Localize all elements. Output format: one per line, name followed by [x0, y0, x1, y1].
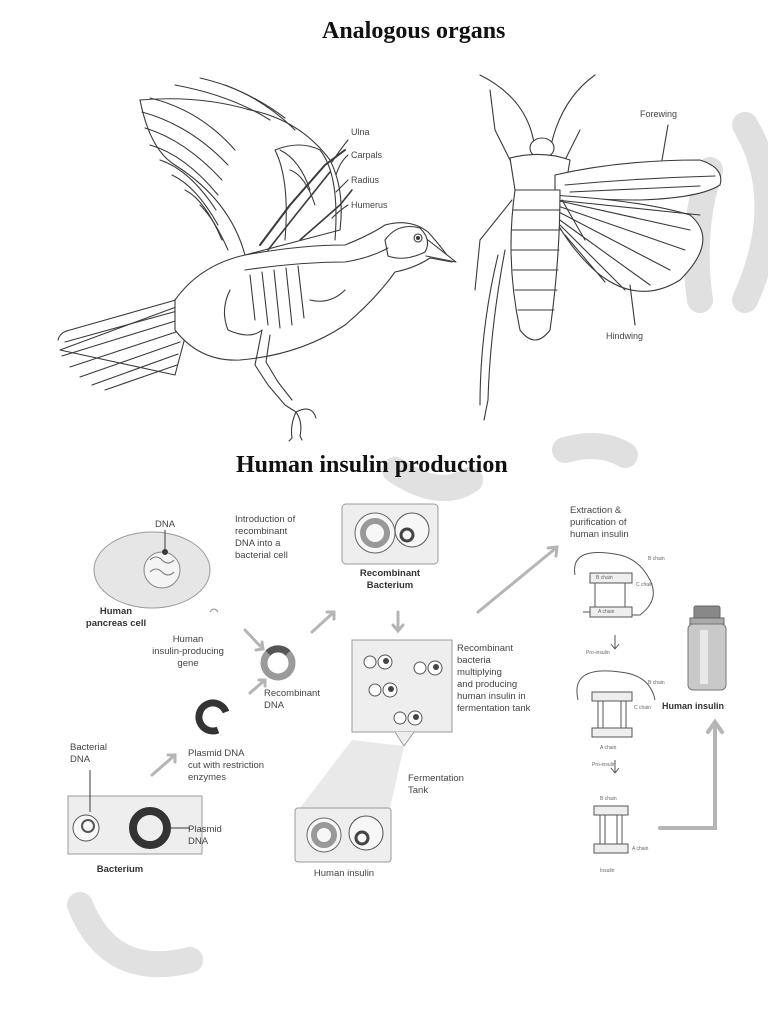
label-plasmid-dna: Plasmid DNA	[188, 824, 222, 847]
bird-illustration	[57, 77, 457, 442]
label-human-insulin-bottom: Human insulin	[313, 868, 375, 879]
insulin-diagram	[67, 503, 727, 863]
chain-label-b-inner: B chain	[596, 575, 613, 581]
chain-label-b-bottom: B chain	[600, 796, 617, 802]
human-insulin-box	[294, 807, 392, 863]
chain-label-proinsulin: Pro-insulin	[592, 762, 616, 768]
label-recombinant-dna: Recombinant DNA	[264, 688, 320, 711]
label-bacterial-dna: Bacterial DNA	[70, 742, 107, 765]
label-multiplying: Recombinant bacteria multiplying and pro…	[457, 643, 531, 714]
label-dna: DNA	[155, 519, 176, 530]
insulin-bottle	[687, 605, 727, 691]
label-extraction: Extraction & purification of human insul…	[570, 505, 629, 540]
cut-plasmid	[195, 699, 230, 735]
label-fermentation-tank: Fermentation Tank	[408, 773, 464, 796]
label-recombinant-bacterium: Recombinant Bacterium	[359, 568, 421, 591]
bird-tail	[57, 295, 196, 391]
insect-illustration	[474, 74, 722, 421]
chain-label-a-mid: A chain	[600, 745, 617, 751]
label-introduction: Introduction of recombinant DNA into a b…	[235, 514, 296, 561]
insect-label-forewing: Forewing	[640, 109, 678, 119]
insect-abdomen	[510, 189, 561, 341]
insulin-structures	[574, 552, 656, 854]
label-pancreas-cell: Human pancreas cell	[85, 606, 147, 629]
bird-body	[174, 222, 453, 361]
chain-label-pro-insulin: Pro-insulin	[586, 650, 610, 656]
pancreas-cell	[93, 530, 211, 609]
chain-label-b-top: B chain	[648, 556, 665, 562]
insect-hindwing	[549, 194, 704, 292]
chain-label-b-mid: B chain	[648, 680, 665, 686]
insect-label-hindwing: Hindwing	[606, 331, 644, 341]
recombinant-dna-plasmid	[260, 645, 296, 681]
title-human-insulin-production: Human insulin production	[236, 452, 508, 478]
bird-label-radius: Radius	[351, 175, 380, 185]
bird-leg	[254, 329, 297, 413]
bird-label-carpals: Carpals	[351, 150, 383, 160]
chain-label-insulin: Insulin	[600, 868, 615, 874]
bird-wing	[139, 77, 353, 256]
chain-label-a-bottom: A chain	[632, 846, 649, 852]
label-plasmid-cut: Plasmid DNA cut with restriction enzymes	[188, 748, 265, 783]
label-insulin-gene: Human insulin-producing gene	[152, 634, 224, 669]
fermentation-tank	[300, 639, 453, 808]
bird-label-ulna: Ulna	[351, 127, 370, 137]
recombinant-bacterium-box	[341, 503, 439, 565]
label-bacterium: Bacterium	[96, 864, 144, 875]
label-human-insulin-bottle: Human insulin	[662, 701, 725, 711]
chain-label-a-top: A chain	[598, 609, 615, 615]
title-analogous-organs: Analogous organs	[322, 18, 506, 44]
bird-label-humerus: Humerus	[351, 200, 388, 210]
bacterium-box	[67, 770, 203, 855]
insect-forewing	[554, 159, 722, 201]
chain-label-c-mid: C chain	[634, 705, 651, 711]
process-arrows	[150, 545, 724, 830]
chain-label-c-top: C chain	[636, 582, 653, 588]
